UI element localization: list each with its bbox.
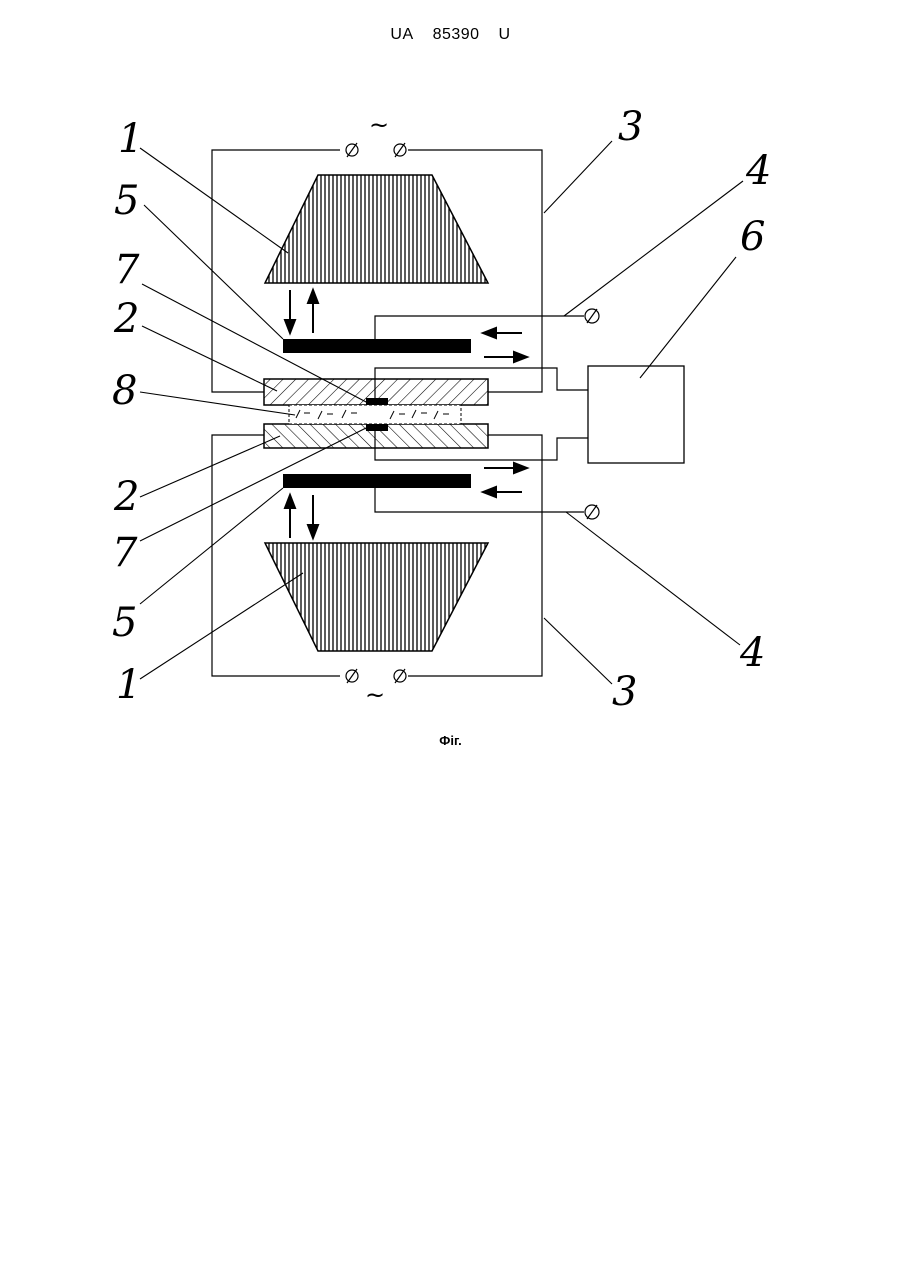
label-3-upper: 3 (618, 104, 643, 150)
upper-ac-symbol: ~ (369, 111, 389, 139)
lower-motion-arrows (285, 495, 318, 538)
upper-plate (283, 339, 471, 353)
lower-cooling-line (375, 488, 584, 512)
lower-heater (265, 543, 488, 651)
lower-sensor (366, 424, 388, 431)
label-2-lower: 2 (113, 474, 139, 520)
lower-plate (283, 474, 471, 488)
label-7-upper: 7 (114, 247, 140, 293)
label-2-upper: 2 (113, 296, 139, 342)
label-1-lower: 1 (116, 662, 141, 708)
upper-motion-arrows (285, 290, 318, 333)
label-4-upper: 4 (745, 148, 771, 194)
label-3-lower: 3 (612, 669, 637, 715)
flow-arrows (483, 328, 527, 497)
label-8: 8 (112, 368, 137, 414)
upper-cooling-line (375, 316, 584, 339)
label-5-lower: 5 (112, 600, 137, 646)
workpiece (289, 405, 461, 424)
upper-heater (265, 175, 488, 283)
label-4-lower: 4 (739, 630, 765, 676)
figure-caption: Фіг. (0, 733, 901, 748)
label-6: 6 (740, 214, 765, 260)
control-unit (588, 366, 684, 463)
upper-sensor (366, 398, 388, 405)
label-1-upper: 1 (118, 116, 143, 162)
label-7-lower: 7 (112, 530, 138, 576)
lower-ac-symbol: ~ (365, 681, 385, 709)
label-5-upper: 5 (114, 178, 139, 224)
upper-terminals (346, 143, 406, 157)
